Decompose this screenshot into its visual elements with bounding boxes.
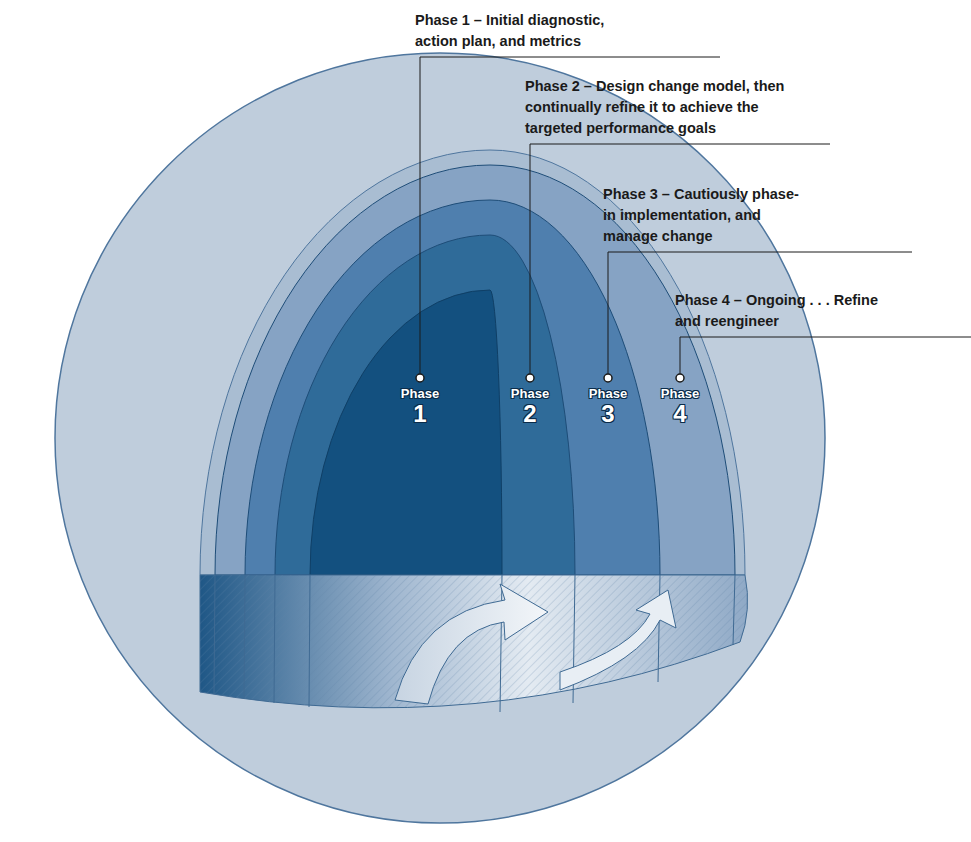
leader-dot <box>604 374 612 382</box>
outer-sphere <box>55 53 825 823</box>
phase-label: Phase2 <box>509 386 551 427</box>
layer-three <box>245 200 660 575</box>
phase-word: Phase <box>661 386 699 401</box>
leader-dot <box>416 374 424 382</box>
phase-label: Phase4 <box>659 386 701 427</box>
cut-floor-hatch <box>200 575 748 708</box>
phase-word: Phase <box>511 386 549 401</box>
layer-four <box>215 165 735 575</box>
phase-number: 1 <box>401 401 439 427</box>
leader-dot <box>676 374 684 382</box>
cycle-arrow <box>560 590 676 690</box>
phase-label: Phase1 <box>399 386 441 427</box>
callout-text: Phase 2 – Design change model, then cont… <box>525 76 807 139</box>
phase-word: Phase <box>401 386 439 401</box>
cut-floor <box>200 575 748 708</box>
phase-number: 3 <box>589 401 627 427</box>
phase-number: 4 <box>661 401 699 427</box>
leader-line <box>608 252 912 374</box>
callout-text: Phase 3 – Cautiously phase-in implementa… <box>603 184 803 247</box>
phase-label: Phase3 <box>587 386 629 427</box>
floor-band-lines <box>214 575 735 712</box>
callout-text: Phase 1 – Initial diagnostic, action pla… <box>415 10 647 52</box>
phase-number: 2 <box>511 401 549 427</box>
phase-word: Phase <box>589 386 627 401</box>
leader-line <box>680 337 971 374</box>
cycle-arrow <box>395 584 548 704</box>
core <box>310 290 502 575</box>
callout-text: Phase 4 – Ongoing . . . Refine and reeng… <box>675 290 885 332</box>
leader-dot <box>526 374 534 382</box>
